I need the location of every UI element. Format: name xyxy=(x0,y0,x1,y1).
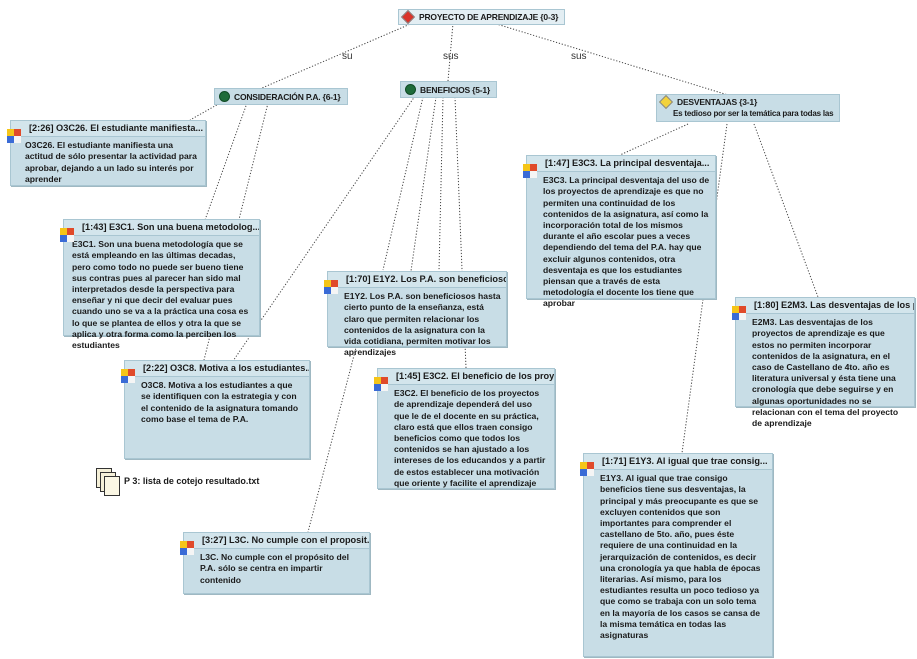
quote-header: [1:47] E3C3. La principal desventaja... xyxy=(527,156,715,173)
link-desventajas-q8 xyxy=(753,123,819,298)
quote-header: [1:43] E3C1. Son una buena metodolog... xyxy=(64,220,259,237)
link-label-su: su xyxy=(342,51,353,62)
quote-body: E3C1. Son una buena metodología que se e… xyxy=(72,239,249,351)
quote-header: [1:45] E3C2. El beneficio de los proy... xyxy=(378,369,554,386)
primary-document-label: P 3: lista de cotejo resultado.txt xyxy=(124,476,260,486)
category-beneficios-node[interactable]: BENEFICIOS {5-1} xyxy=(400,81,498,98)
quotation-icon xyxy=(324,280,338,294)
link-beneficios-q6 xyxy=(307,339,359,533)
quote-header: [2:26] O3C26. El estudiante manifiesta..… xyxy=(11,121,205,138)
link-root-desventajas xyxy=(489,21,729,96)
quote-header: [3:27] L3C. No cumple con el proposit... xyxy=(184,533,369,550)
link-beneficios-q5a xyxy=(438,96,444,272)
quotation-icon xyxy=(523,164,537,178)
code-family-dot-icon xyxy=(219,91,230,102)
category-consideracion-node[interactable]: CONSIDERACIÓN P.A. {6-1} xyxy=(214,88,348,105)
quote-node[interactable]: [1:71] E1Y3. Al igual que trae consig...… xyxy=(580,453,773,657)
link-label-sus-beneficios: sus xyxy=(443,51,459,62)
quotation-icon xyxy=(374,377,388,391)
quotation-icon xyxy=(180,541,194,555)
quote-body: E3C2. El beneficio de los proyectos de a… xyxy=(394,388,546,488)
quote-body: E1Y2. Los P.A. son beneficiosos hasta ci… xyxy=(344,291,501,358)
quote-node[interactable]: [1:80] E2M3. Las desventajas de los p...… xyxy=(732,297,915,428)
quote-header: [1:70] E1Y2. Los P.A. son beneficioso... xyxy=(328,272,506,289)
quotation-icon xyxy=(732,306,746,320)
code-family-dot-icon xyxy=(405,84,416,95)
quote-node[interactable]: [2:26] O3C26. El estudiante manifiesta..… xyxy=(7,120,206,186)
comment-diamond-icon xyxy=(658,94,674,110)
primary-document-node[interactable]: P 3: lista de cotejo resultado.txt xyxy=(96,468,260,496)
quote-header: [1:80] E2M3. Las desventajas de los p... xyxy=(736,298,914,315)
link-beneficios-q4a xyxy=(382,96,424,271)
root-code-node[interactable]: PROYECTO DE APRENDIZAJE {0-3} xyxy=(398,9,566,25)
category-desventajas-comment: Es tedioso por ser la temática para toda… xyxy=(673,109,834,118)
link-consideracion-q2 xyxy=(204,102,248,221)
link-consideracion-q1 xyxy=(189,101,223,121)
quote-body: L3C. No cumple con el propósito del P.A.… xyxy=(200,552,349,585)
category-beneficios-label: BENEFICIOS {5-1} xyxy=(420,84,491,95)
quotation-icon xyxy=(60,228,74,242)
category-desventajas-node[interactable]: DESVENTAJAS {3-1} Es tedioso por ser la … xyxy=(656,94,841,122)
category-consideracion-label: CONSIDERACIÓN P.A. {6-1} xyxy=(234,91,341,102)
quote-node[interactable]: [3:27] L3C. No cumple con el proposit...… xyxy=(180,532,370,594)
document-stack-icon xyxy=(96,468,120,496)
quote-body: O3C26. El estudiante manifiesta una acti… xyxy=(25,140,197,184)
link-label-sus-desventajas: sus xyxy=(571,51,587,62)
link-beneficios-q3 xyxy=(232,95,416,362)
category-desventajas-label: DESVENTAJAS {3-1} xyxy=(677,97,758,107)
link-root-beneficios xyxy=(447,22,454,82)
quote-body: E2M3. Las desventajas de los proyectos d… xyxy=(752,317,899,429)
quote-body: E3C3. La principal desventaja del uso de… xyxy=(543,175,710,309)
quote-node[interactable]: [1:43] E3C1. Son una buena metodolog... … xyxy=(60,219,260,350)
quotation-icon xyxy=(7,129,21,143)
code-diamond-icon xyxy=(400,9,416,25)
quote-header: [2:22] O3C8. Motiva a los estudiantes... xyxy=(125,361,309,378)
quotation-icon xyxy=(580,462,594,476)
quote-node[interactable]: [1:47] E3C3. La principal desventaja... … xyxy=(523,155,716,308)
quote-body: O3C8. Motiva a los estudiantes a que se … xyxy=(141,380,299,424)
quote-node[interactable]: [2:22] O3C8. Motiva a los estudiantes...… xyxy=(121,360,310,459)
quote-body: E1Y3. Al igual que trae consigo benefici… xyxy=(600,473,761,641)
quote-node[interactable]: [1:45] E3C2. El beneficio de los proy...… xyxy=(374,368,555,489)
root-label: PROYECTO DE APRENDIZAJE {0-3} xyxy=(419,12,559,22)
link-root-consideracion xyxy=(261,21,416,89)
link-desventajas-q7 xyxy=(619,123,689,156)
quotation-icon xyxy=(121,369,135,383)
link-beneficios-q4b xyxy=(410,96,437,272)
quote-node[interactable]: [1:70] E1Y2. Los P.A. son beneficioso...… xyxy=(324,271,507,357)
quote-header: [1:71] E1Y3. Al igual que trae consig... xyxy=(584,454,772,471)
